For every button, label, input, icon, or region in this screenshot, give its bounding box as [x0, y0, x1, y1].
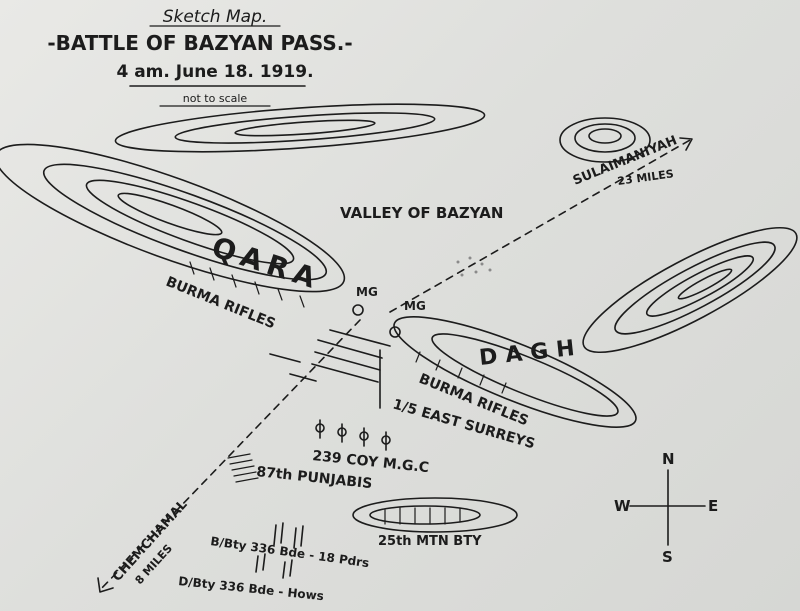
road-to-sulaimaniyah: [389, 139, 691, 313]
map-time: 4 am. June 18. 1919.: [116, 62, 313, 82]
ne-hill-contours: [559, 117, 651, 163]
b-bty-guns: [255, 522, 304, 579]
b-bty-label: B/Bty 336 Bde - 18 Pdrs: [210, 534, 371, 570]
east-ridge-contours: [582, 226, 798, 354]
dagh-ridge-contours: [393, 316, 637, 428]
compass-rose: [629, 469, 706, 546]
valley-stipple: [456, 256, 492, 277]
scale-note: not to scale: [183, 92, 248, 105]
compass-south: S: [662, 548, 673, 566]
burma-rifles-north-label: BURMA RIFLES: [164, 274, 278, 333]
upper-ridge-contours: [114, 103, 486, 153]
d-bty-label: D/Bty 336 Bde - Hows: [178, 574, 325, 603]
compass-north: N: [662, 450, 675, 468]
valley-label: VALLEY OF BAZYAN: [340, 204, 503, 222]
mtn-bty-label: 25th MTN BTY: [378, 534, 482, 549]
mg-west-label: MG: [356, 285, 378, 299]
mgc-symbols: [315, 419, 391, 451]
punjabis-position: [227, 453, 259, 483]
road-to-chemchamal: [99, 319, 361, 591]
compass-east: E: [708, 497, 718, 515]
map-kind-label: Sketch Map.: [163, 7, 268, 27]
mg-west-position: [352, 304, 364, 316]
arrow-to-chemchamal: [97, 577, 114, 593]
burma-rifles-south-line: [415, 351, 507, 394]
sulaimaniyah-distance: 23 MILES: [617, 167, 675, 188]
qara-ridge-contours: [0, 143, 346, 293]
east-surreys-lines: [269, 329, 391, 409]
mg-east-label: MG: [404, 299, 426, 313]
mg-east-position: [389, 326, 401, 338]
mtn-bty-hill: [352, 497, 518, 533]
map-title: -BATTLE OF BAZYAN PASS.-: [47, 31, 352, 55]
compass-west: W: [614, 497, 631, 515]
burma-rifles-north-line: [189, 261, 305, 308]
arrow-to-sulaimaniyah: [679, 137, 693, 151]
